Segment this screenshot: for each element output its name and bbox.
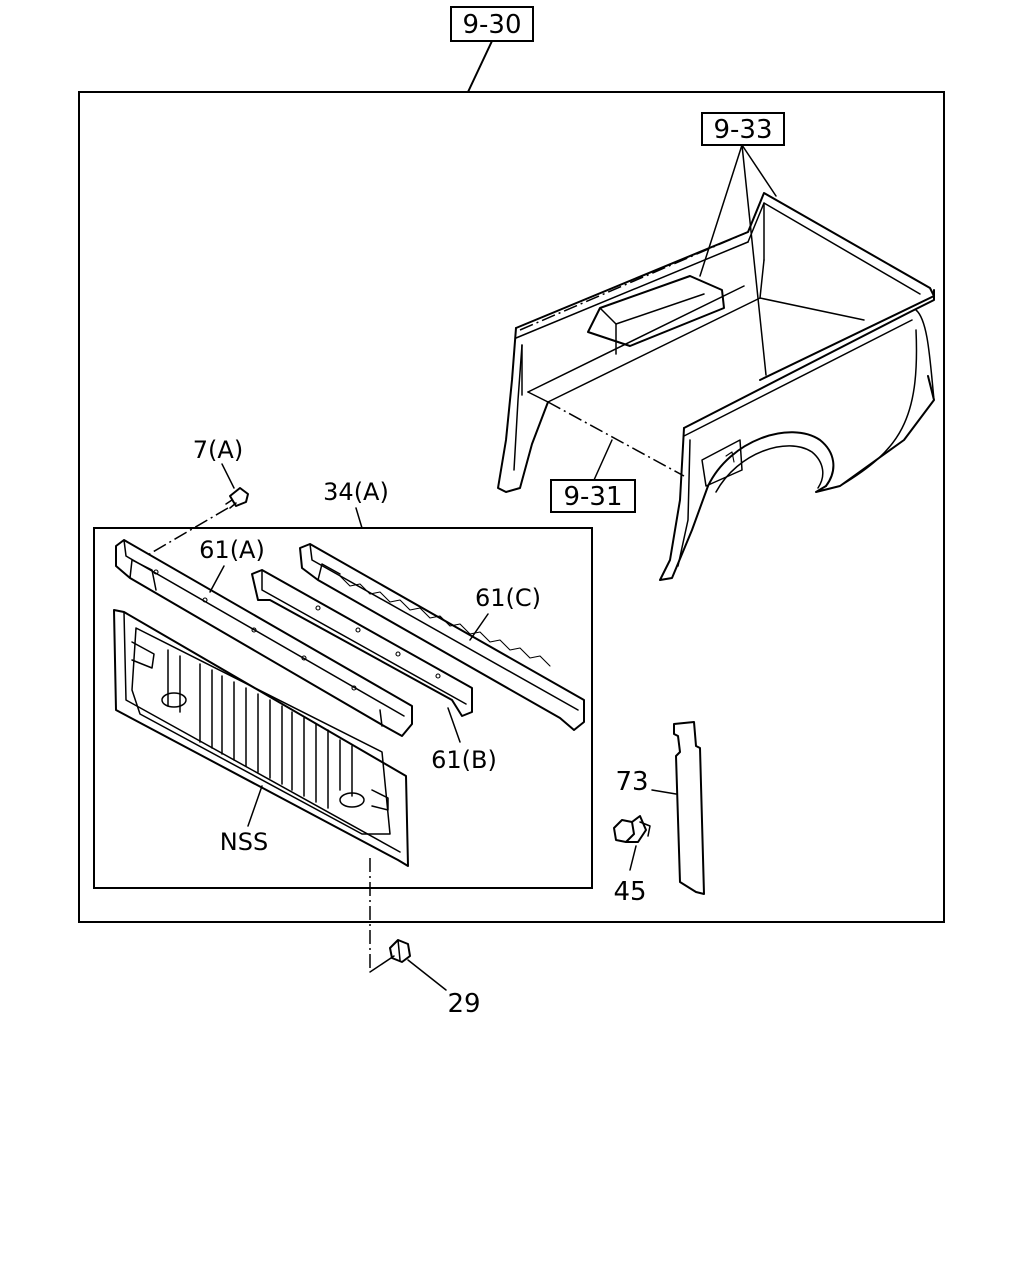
reference-box-9-30[interactable]: 9-30 [450,6,534,42]
label-61a: 61(A) [199,536,265,564]
label-61c: 61(C) [475,584,541,612]
rail-61b[interactable] [251,569,473,717]
reference-box-9-33[interactable]: 9-33 [701,112,785,146]
label-45: 45 [613,877,646,907]
label-7a: 7(A) [193,436,243,464]
leader-61b [447,707,461,743]
leader-9-33 [699,144,777,376]
tailgate-panel-nss[interactable] [113,609,409,867]
leader-61a [209,565,225,593]
rail-61c[interactable] [299,543,585,731]
leader-61c [469,613,489,641]
reference-box-9-31[interactable]: 9-31 [550,479,636,513]
reference-label-9-33: 9-33 [713,115,772,145]
reference-label-9-31: 9-31 [563,482,622,512]
leader-7a [221,463,235,489]
reference-label-9-30: 9-30 [462,10,521,40]
label-nss: NSS [220,828,268,856]
seal-73[interactable] [651,721,705,895]
label-61b: 61(B) [431,746,497,774]
tailgate-subassembly-box [93,507,593,889]
bolt-7a-icon[interactable] [145,487,249,557]
plug-29-icon[interactable] [369,858,447,991]
leader-nss [247,785,263,827]
label-34a: 34(A) [323,478,389,506]
label-29: 29 [447,989,480,1019]
rail-61a[interactable] [115,539,413,737]
label-73: 73 [615,767,648,797]
bolt-45-icon[interactable] [613,815,651,871]
leader-9-31 [593,439,613,481]
truck-bed-drawing [497,192,935,581]
